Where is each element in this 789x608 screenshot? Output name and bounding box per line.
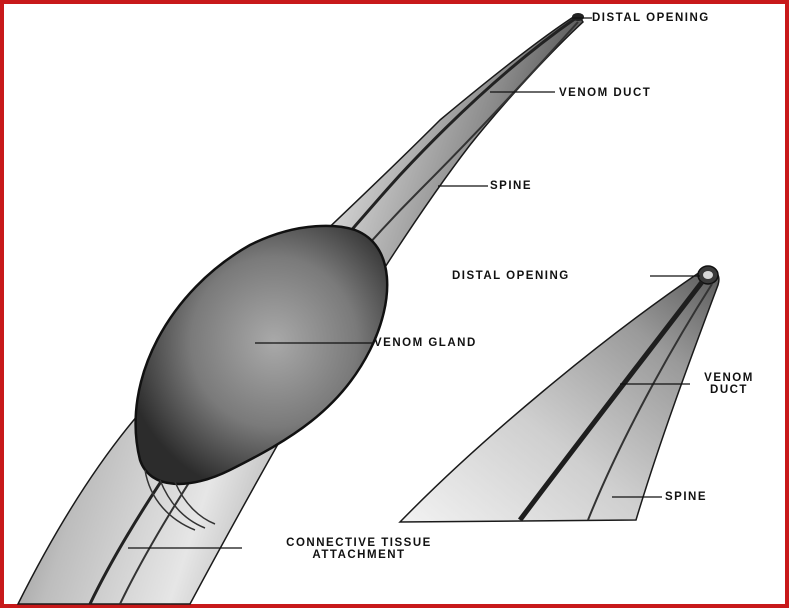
label-venom-duct-main: VENOM DUCT	[559, 87, 651, 99]
label-connective-tissue-line1: CONNECTIVE TISSUE	[244, 537, 474, 549]
label-spine-inset: SPINE	[665, 491, 707, 503]
label-venom-gland: VENOM GLAND	[374, 337, 477, 349]
label-venom-duct-inset: VENOM DUCT	[694, 372, 764, 396]
venom-gland-shape	[136, 226, 388, 484]
label-spine-main: SPINE	[490, 180, 532, 192]
main-distal-opening-shape	[572, 13, 584, 21]
label-distal-opening-inset: DISTAL OPENING	[452, 270, 570, 282]
label-connective-tissue: CONNECTIVE TISSUE ATTACHMENT	[244, 537, 474, 561]
label-venom-duct-inset-line2: DUCT	[694, 384, 764, 396]
label-connective-tissue-line2: ATTACHMENT	[244, 549, 474, 561]
label-distal-opening-main: DISTAL OPENING	[592, 12, 710, 24]
label-venom-duct-inset-line1: VENOM	[694, 372, 764, 384]
inset-spine-shape	[400, 270, 719, 522]
